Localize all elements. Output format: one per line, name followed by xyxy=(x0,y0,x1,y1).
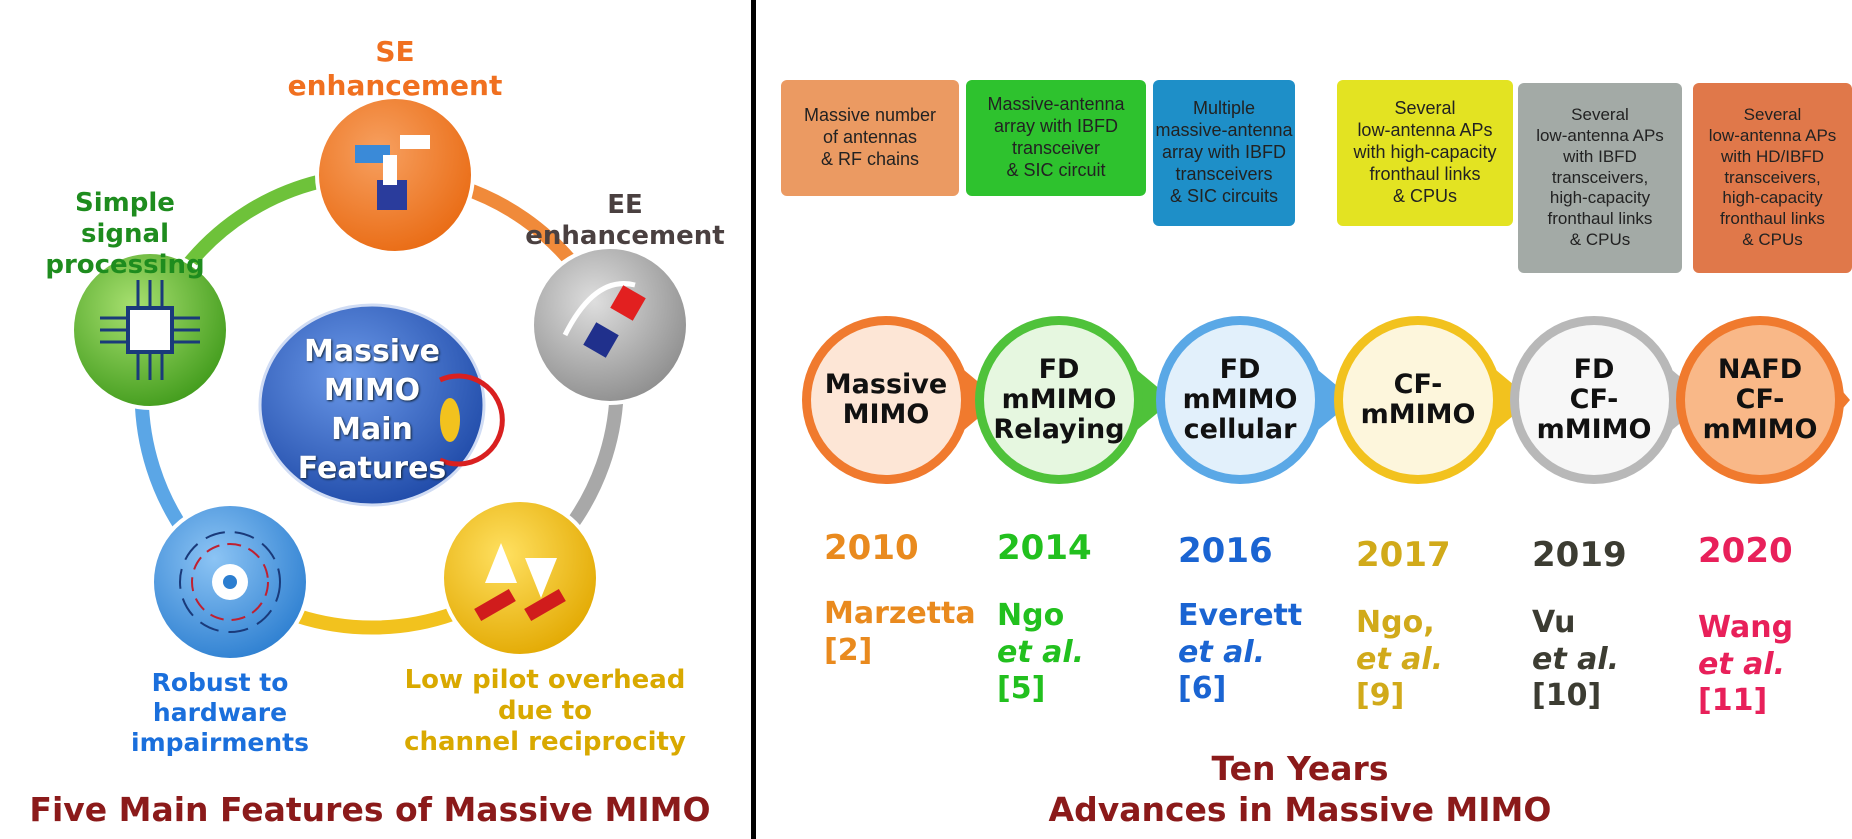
feature-node xyxy=(530,245,690,405)
chip-icon xyxy=(100,280,200,380)
reference-number: [2] xyxy=(824,632,873,668)
reference-number: [11] xyxy=(1698,683,1768,719)
center-disc xyxy=(258,303,486,507)
reference-number: [10] xyxy=(1532,678,1602,714)
milestone-label: FD mMIMO cellular xyxy=(1182,353,1298,446)
reference-number: [6] xyxy=(1178,671,1227,707)
reference-et-al: et al. xyxy=(1532,641,1620,677)
milestone-node xyxy=(1334,316,1532,484)
milestone-label: CF- mMIMO xyxy=(1360,368,1476,430)
milestone-label: Massive MIMO xyxy=(824,368,948,430)
tech-description-box: Massive number of antennas & RF chains xyxy=(781,80,959,196)
right-title-line-2: Advances in Massive MIMO xyxy=(1048,790,1552,830)
center-label-line: Main xyxy=(331,412,413,447)
reference-et-al: et al. xyxy=(997,634,1085,670)
milestone-node xyxy=(1676,316,1850,484)
left-panel-title: Five Main Features of Massive MIMO xyxy=(29,790,711,829)
feature-label: Low pilot overhead due to channel recipr… xyxy=(404,665,686,758)
milestone-reference: Marzetta[2] xyxy=(824,596,976,669)
panel-divider xyxy=(751,0,756,839)
feature-label: SE enhancement xyxy=(287,35,503,102)
milestone-year: 2020 xyxy=(1698,531,1793,571)
reference-author: Everett xyxy=(1178,598,1303,633)
reference-et-al: et al. xyxy=(1356,641,1444,677)
tech-description-box: Several low-antenna APs with HD/IBFD tra… xyxy=(1693,83,1852,273)
info-icon xyxy=(438,373,505,467)
milestone-node xyxy=(975,316,1173,484)
tech-description-box: Several low-antenna APs with high-capaci… xyxy=(1337,80,1513,226)
center-label-line: Massive MIMO xyxy=(304,334,440,408)
gear-icon xyxy=(179,531,281,633)
tech-description-box: Massive-antenna array with IBFD transcei… xyxy=(966,80,1146,196)
feature-node xyxy=(440,498,600,658)
milestone-year: 2017 xyxy=(1356,535,1451,575)
right-panel-title: Ten Years Advances in Massive MIMO xyxy=(1010,748,1590,831)
reference-et-al: et al. xyxy=(1698,646,1786,682)
milestone-year: 2016 xyxy=(1178,531,1273,571)
magnet-icon xyxy=(562,281,646,358)
reference-author: Marzetta xyxy=(824,596,976,631)
tech-description-box: Several low-antenna APs with IBFD transc… xyxy=(1518,83,1682,273)
milestone-node xyxy=(1156,316,1354,484)
milestone-year: 2014 xyxy=(997,528,1092,568)
milestone-year: 2010 xyxy=(824,528,919,568)
reference-author: Wang xyxy=(1698,610,1794,645)
tech-description-box: Multiple massive-antenna array with IBFD… xyxy=(1153,80,1295,226)
milestone-node xyxy=(1510,316,1708,484)
right-title-line-1: Ten Years xyxy=(1211,749,1389,788)
reference-author: Ngo, xyxy=(1356,605,1435,640)
hand-pointer-icon xyxy=(355,135,430,210)
reference-et-al: et al. xyxy=(1178,634,1266,670)
reference-author: Ngo xyxy=(997,598,1065,633)
center-label-line: Features xyxy=(297,451,447,486)
reference-number: [5] xyxy=(997,671,1046,707)
milestone-label: FD CF- mMIMO xyxy=(1536,353,1652,446)
milestone-year: 2019 xyxy=(1532,535,1627,575)
info-icon xyxy=(440,398,460,442)
up-down-arrows-icon xyxy=(474,543,566,622)
reference-number: [9] xyxy=(1356,678,1405,714)
feature-label: Robust to hardware impairments xyxy=(131,668,309,757)
reference-author: Vu xyxy=(1532,605,1576,640)
milestone-label: NAFD CF- mMIMO xyxy=(1702,353,1818,446)
feature-label: EE enhancement xyxy=(525,190,725,252)
milestone-reference: Ngo,et al.[9] xyxy=(1356,605,1443,715)
milestone-label: FD mMIMO Relaying xyxy=(993,353,1125,446)
milestone-node xyxy=(802,316,1000,484)
feature-label: Simple signal processing xyxy=(45,188,205,281)
